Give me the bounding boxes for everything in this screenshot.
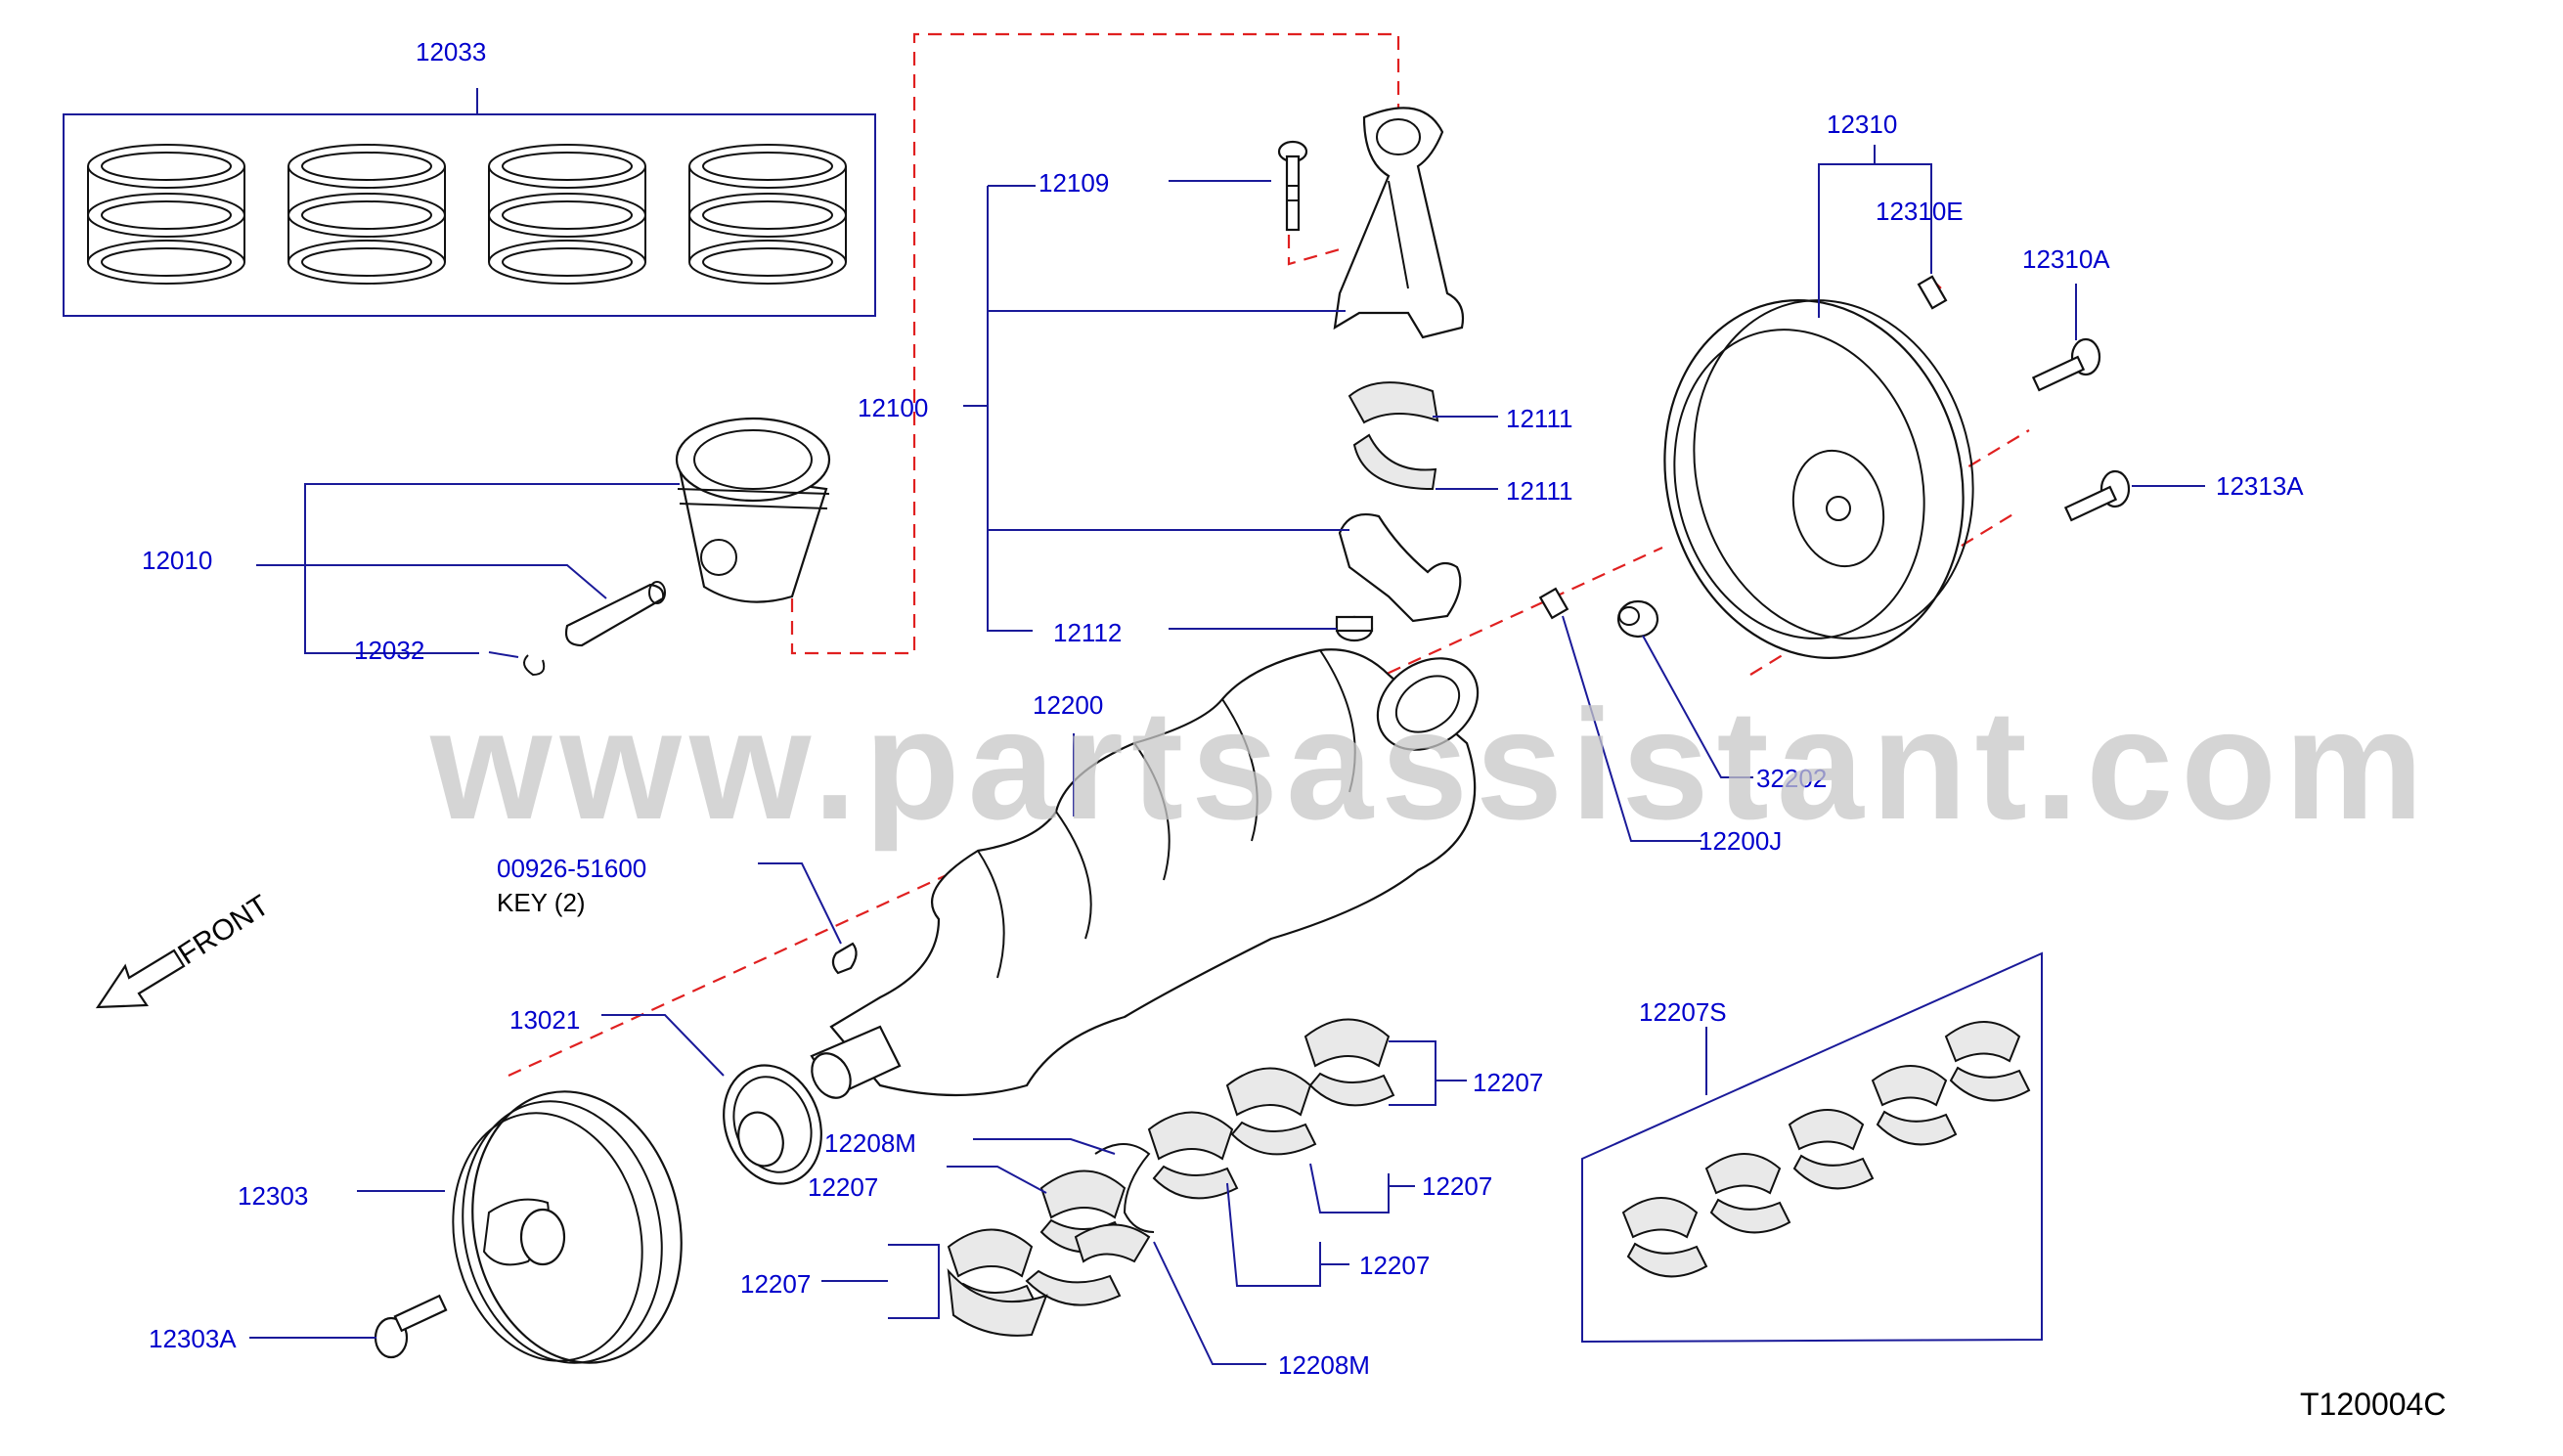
bearing-set-box: [1581, 951, 2043, 1344]
flywheel-dowel: [1917, 275, 1948, 310]
pilot-bushing-pin: [1538, 587, 1569, 620]
label-32202[interactable]: 32202: [1756, 764, 1828, 793]
label-12310[interactable]: 12310: [1827, 110, 1898, 139]
label-12112[interactable]: 12112: [1053, 618, 1123, 647]
label-12200J[interactable]: 12200J: [1699, 826, 1783, 856]
flywheel: [1663, 299, 1974, 659]
label-12207-right-mid[interactable]: 12207: [1422, 1171, 1493, 1201]
crankshaft-pulley: [452, 1090, 683, 1364]
crankshaft: [810, 648, 1480, 1099]
label-12303A[interactable]: 12303A: [149, 1324, 237, 1353]
label-12100[interactable]: 12100: [858, 393, 929, 422]
label-12303[interactable]: 12303: [238, 1181, 309, 1211]
pulley-bolt: [374, 1294, 448, 1359]
connecting-rod-bolt: [1277, 140, 1308, 232]
connecting-rod: [1333, 107, 1465, 339]
flywheel-bolt-2: [2063, 469, 2131, 522]
label-12310E[interactable]: 12310E: [1876, 197, 1964, 226]
label-12111-upper[interactable]: 12111: [1506, 404, 1573, 433]
label-12032[interactable]: 12032: [354, 636, 425, 665]
piston: [675, 417, 831, 603]
piston-ring-box: [63, 88, 876, 317]
label-12207-right-top[interactable]: 12207: [1473, 1068, 1544, 1097]
label-13021[interactable]: 13021: [509, 1005, 581, 1035]
label-12111-lower[interactable]: 12111: [1506, 476, 1573, 506]
piston-pin: [564, 581, 666, 647]
label-key-qty: KEY (2): [497, 888, 586, 917]
connecting-rod-nut: [1335, 615, 1374, 642]
bearing-set: [1621, 1021, 2031, 1278]
label-12207S[interactable]: 12207S: [1639, 997, 1727, 1027]
front-arrow-icon: [95, 949, 186, 1009]
label-12207-left-mid[interactable]: 12207: [808, 1172, 879, 1202]
pilot-bushing: [1616, 599, 1659, 639]
label-12010[interactable]: 12010: [142, 546, 213, 575]
label-12208M-upper[interactable]: 12208M: [824, 1128, 916, 1158]
piston-rings: [87, 144, 847, 285]
label-12313A[interactable]: 12313A: [2216, 471, 2304, 501]
label-12207-left-low[interactable]: 12207: [740, 1269, 812, 1299]
crankshaft-sprocket: [723, 1064, 822, 1185]
connecting-rod-bearing: [1348, 381, 1439, 491]
diagram-code: T120004C: [2300, 1387, 2447, 1422]
label-12208M-lower[interactable]: 12208M: [1278, 1350, 1370, 1380]
flywheel-bolt: [2031, 337, 2101, 392]
label-12200[interactable]: 12200: [1033, 690, 1104, 720]
label-12310A[interactable]: 12310A: [2022, 244, 2110, 274]
label-12207-right-low[interactable]: 12207: [1359, 1251, 1431, 1280]
label-12033[interactable]: 12033: [416, 37, 487, 66]
watermark: www.partsassistant.com: [430, 677, 2432, 852]
snap-ring: [523, 654, 546, 677]
main-bearings: [947, 1018, 1395, 1337]
label-00926-51600[interactable]: 00926-51600: [497, 854, 647, 883]
label-12109[interactable]: 12109: [1038, 168, 1110, 198]
connecting-rod-cap: [1338, 512, 1462, 623]
woodruff-key: [831, 942, 858, 975]
